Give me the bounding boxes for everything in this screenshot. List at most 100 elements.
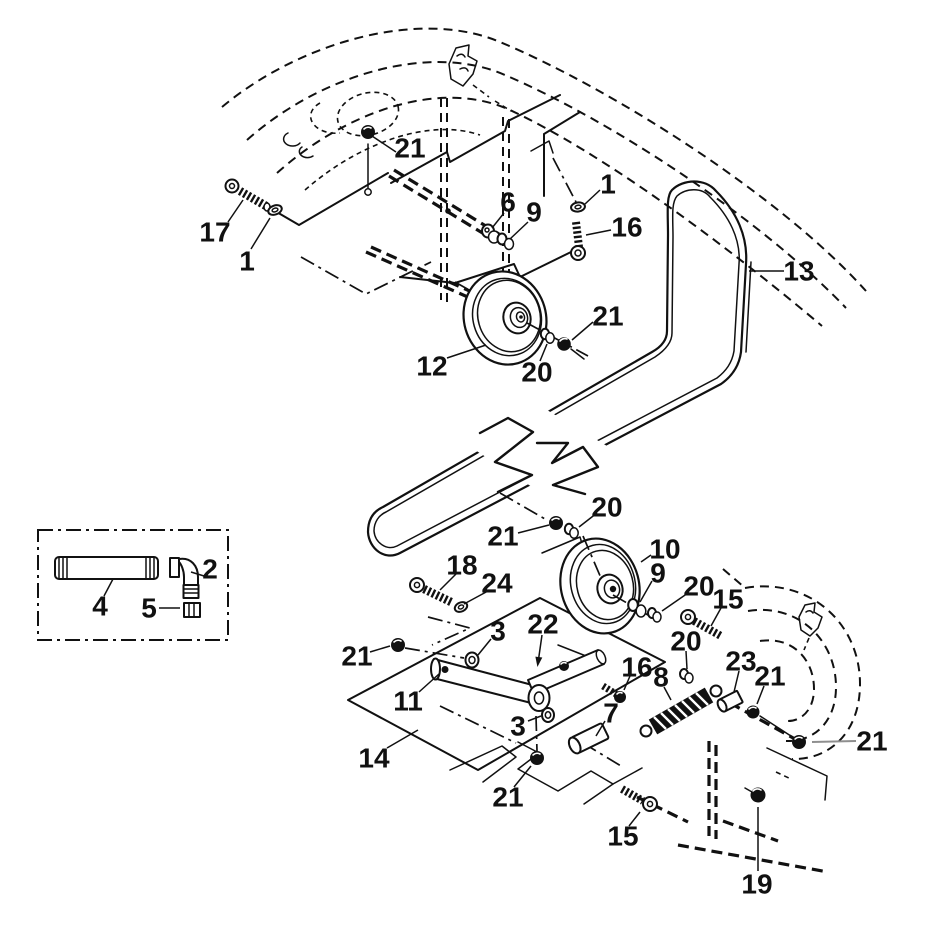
callout-17-1: 17 bbox=[199, 217, 230, 248]
nut-21-arm bbox=[391, 638, 465, 659]
callout-leader-7-29 bbox=[595, 720, 606, 737]
callout-leader-21-19 bbox=[756, 685, 765, 705]
callout-20-9: 20 bbox=[521, 357, 552, 388]
callout-leader-14-30 bbox=[386, 729, 419, 749]
break-mark-icon bbox=[535, 441, 600, 496]
callout-12-8: 12 bbox=[416, 351, 447, 382]
callout-leader-3-28 bbox=[527, 715, 542, 722]
callout-13-7: 13 bbox=[783, 256, 814, 287]
callout-leader-9-14 bbox=[639, 580, 653, 603]
callout-1-5: 1 bbox=[600, 169, 616, 200]
callout-18-20: 18 bbox=[446, 550, 477, 581]
callout-21-19: 21 bbox=[754, 661, 785, 692]
washer-1-left bbox=[267, 204, 283, 216]
washer-20-right-pulley10 bbox=[647, 607, 662, 623]
callout-10-13: 10 bbox=[649, 534, 680, 565]
callout-arrowhead-22 bbox=[535, 656, 543, 667]
callout-leader-8-25 bbox=[663, 686, 672, 701]
pulley-12 bbox=[454, 270, 589, 366]
callout-leader-1-5 bbox=[584, 189, 601, 205]
spring-8 bbox=[639, 684, 723, 738]
callout-8-25: 8 bbox=[653, 662, 669, 693]
callout-leader-15-32 bbox=[628, 811, 641, 827]
nut-21-frame-right bbox=[792, 735, 806, 749]
bolt-16-lower bbox=[601, 683, 626, 703]
callout-leader-9-4 bbox=[509, 221, 529, 240]
bushing-3-lower bbox=[541, 707, 555, 723]
callout-leader-3-22 bbox=[477, 638, 492, 656]
pulley-10 bbox=[499, 492, 649, 635]
inset-box bbox=[37, 529, 229, 641]
callout-7-29: 7 bbox=[603, 698, 619, 729]
callout-4-36: 4 bbox=[92, 591, 108, 622]
callout-leader-20-12 bbox=[578, 512, 598, 528]
nut-21-pulley12 bbox=[557, 337, 585, 360]
callout-leader-21-11 bbox=[517, 524, 550, 534]
callout-9-14: 9 bbox=[650, 558, 666, 589]
washer-20-spring bbox=[679, 668, 694, 684]
nut-21-top bbox=[361, 125, 375, 139]
hidden-edge bbox=[427, 616, 473, 646]
callout-1-2: 1 bbox=[239, 246, 255, 277]
bolt-17 bbox=[224, 178, 271, 212]
callout-leader-4-36 bbox=[103, 578, 114, 597]
clip-mark-icon bbox=[298, 146, 314, 159]
callout-2-35: 2 bbox=[202, 554, 218, 585]
callout-15-32: 15 bbox=[607, 821, 638, 852]
spacer-23 bbox=[716, 690, 744, 713]
callout-14-30: 14 bbox=[358, 743, 390, 774]
bolt-18 bbox=[409, 577, 453, 606]
callout-20-12: 20 bbox=[591, 492, 622, 523]
callout-leader-18-20 bbox=[439, 573, 457, 591]
nut-21-spring bbox=[746, 705, 795, 739]
callout-leader-23-18 bbox=[733, 670, 740, 693]
callout-19-34: 19 bbox=[741, 869, 772, 900]
callout-leader-21-26 bbox=[369, 645, 391, 653]
coupler-5 bbox=[183, 602, 201, 618]
spacer-9-pulley10 bbox=[627, 598, 647, 618]
callout-22-23: 22 bbox=[527, 609, 558, 640]
callout-leader-17-1 bbox=[227, 199, 244, 223]
stud-pin-tip bbox=[364, 188, 372, 196]
callout-6-3: 6 bbox=[500, 187, 516, 218]
callout-leader-2-35 bbox=[190, 571, 205, 577]
callout-leader-16-6 bbox=[585, 229, 612, 236]
callout-leader-1-2 bbox=[250, 217, 271, 250]
callout-leader-21-0 bbox=[371, 135, 397, 153]
callout-leader-20-9 bbox=[539, 343, 548, 362]
callout-11-27: 11 bbox=[393, 686, 423, 717]
frame-outline-top bbox=[221, 27, 867, 327]
callout-20-15: 20 bbox=[683, 571, 714, 602]
callout-leader-21-31 bbox=[513, 765, 532, 788]
callout-21-33: 21 bbox=[856, 726, 887, 757]
bolt-16-top bbox=[570, 221, 586, 261]
hose-4 bbox=[54, 556, 159, 580]
callout-21-0: 21 bbox=[394, 133, 425, 164]
callout-16-24: 16 bbox=[621, 652, 652, 683]
callout-3-28: 3 bbox=[510, 711, 526, 742]
callout-21-31: 21 bbox=[492, 782, 523, 813]
callout-leader-16-24 bbox=[623, 675, 631, 691]
fender-bracket-icon bbox=[798, 602, 823, 651]
callout-3-22: 3 bbox=[490, 616, 506, 647]
callout-21-10: 21 bbox=[592, 301, 623, 332]
washer-24 bbox=[453, 601, 469, 613]
callout-leader-10-13 bbox=[640, 554, 652, 563]
bolt-15-upper bbox=[680, 609, 723, 640]
callout-leader-6-3 bbox=[491, 212, 505, 229]
washer-20-above-pulley10 bbox=[563, 522, 579, 539]
spacer-9-top bbox=[496, 232, 515, 251]
callout-leader-15-16 bbox=[710, 607, 722, 627]
callout-20-17: 20 bbox=[670, 626, 701, 657]
elbow-fitting-2 bbox=[169, 557, 200, 599]
hood-bracket-icon bbox=[448, 44, 512, 112]
washer-20-pulley12 bbox=[539, 327, 555, 344]
nut-21-bottom bbox=[530, 715, 544, 765]
belt-13 bbox=[366, 180, 752, 557]
washer-1-right bbox=[570, 201, 586, 213]
callout-leader-21-33 bbox=[811, 740, 857, 743]
